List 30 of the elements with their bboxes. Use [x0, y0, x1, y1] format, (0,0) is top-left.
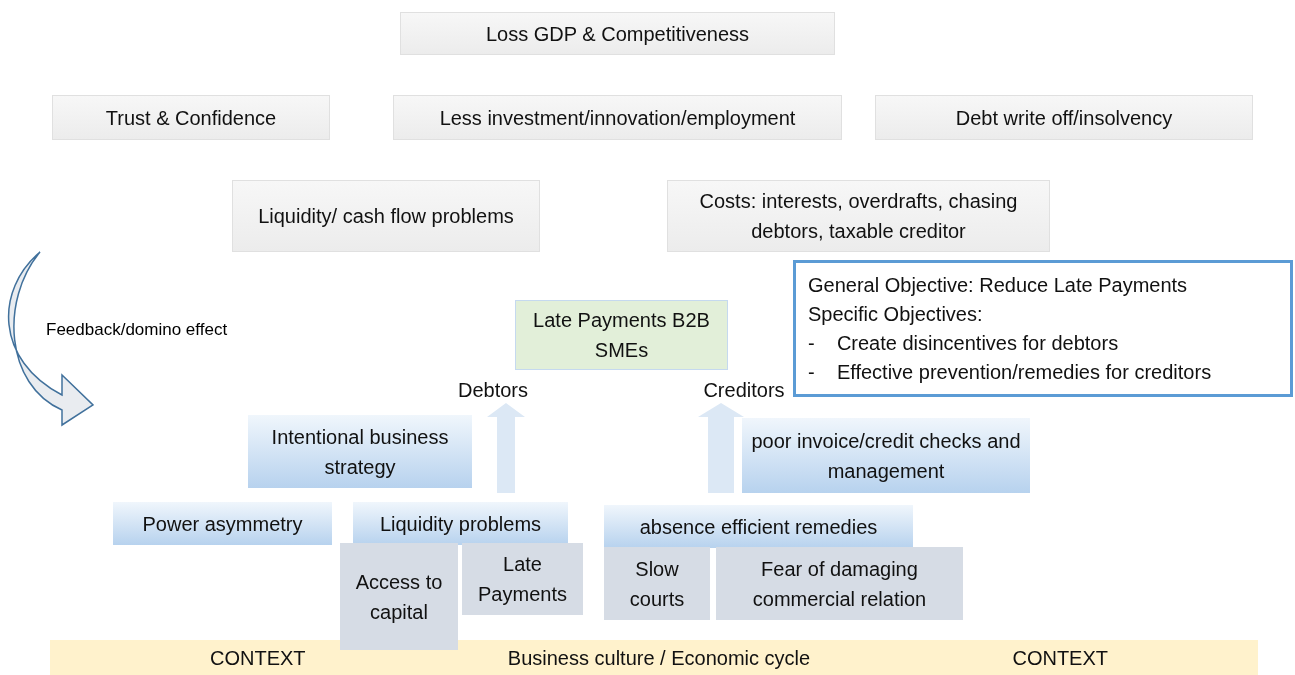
annotation-text: Feedback/domino effect [46, 320, 228, 340]
effect-box: Costs: interests, overdrafts, chasing debtors, taxable creditor [667, 180, 1050, 252]
context-text: CONTEXT [1012, 645, 1108, 671]
context-band [50, 640, 1258, 675]
effect-box: Less investment/innovation/employment [393, 95, 842, 140]
objective-text: - Create disincentives for debtors [808, 330, 1119, 356]
block-arrow [487, 403, 525, 493]
text-label: Creditors [696, 377, 792, 403]
driver-box: poor invoice/credit checks and management [742, 418, 1030, 493]
context-text: Business culture / Economic cycle [507, 645, 811, 671]
objective-text: Specific Objectives: [808, 301, 983, 327]
effect-box: Trust & Confidence [52, 95, 330, 140]
cause-box: Access to capital [340, 543, 458, 650]
cause-box: Late Payments [462, 543, 583, 615]
cause-box: Slow courts [604, 547, 710, 620]
text-label: Debtors [448, 377, 538, 403]
objective-box [793, 260, 1293, 397]
effect-box: Debt write off/insolvency [875, 95, 1253, 140]
problem-box: Late Payments B2B SMEs [515, 300, 728, 370]
driver-box: Intentional business strategy [248, 415, 472, 488]
objective-text: General Objective: Reduce Late Payments [808, 272, 1188, 298]
driver-box: Power asymmetry [113, 502, 332, 545]
cause-box: Fear of damaging commercial relation [716, 547, 963, 620]
objective-text: - Effective prevention/remedies for creditors [808, 359, 1212, 385]
context-text: CONTEXT [210, 645, 306, 671]
block-arrow [698, 403, 744, 493]
driver-box: Liquidity problems [353, 502, 568, 545]
cause-box: Loss GDP & Competitiveness [400, 12, 835, 55]
driver-box: absence efficient remedies [604, 505, 913, 548]
effect-box: Liquidity/ cash flow problems [232, 180, 540, 252]
